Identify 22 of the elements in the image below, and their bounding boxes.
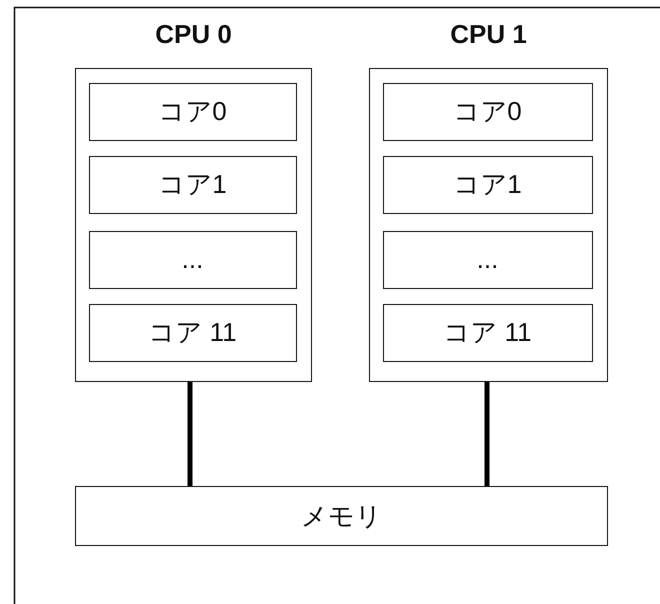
box-label: コア1 <box>453 168 522 201</box>
core-box <box>382 82 592 140</box>
box-label: コア 11 <box>148 316 237 349</box>
core-box <box>88 304 296 362</box>
box-label: メモリ <box>301 500 382 532</box>
core-box <box>88 230 296 288</box>
box-label: ... <box>476 244 498 275</box>
cpu-heading: CPU 1 <box>449 19 528 50</box>
box-label: コア0 <box>158 95 227 128</box>
core-box <box>382 304 592 362</box>
box-label: コア0 <box>453 95 522 128</box>
core-box <box>88 156 296 214</box>
cpu-heading: CPU 0 <box>154 19 233 50</box>
connector-line <box>188 382 192 486</box>
memory-box <box>75 486 608 546</box>
box-label: コア 11 <box>443 316 532 349</box>
connector-line <box>484 382 490 486</box>
core-box <box>382 230 592 288</box>
box-label: ... <box>182 244 204 275</box>
core-box <box>382 156 592 214</box>
core-box <box>88 82 296 140</box>
box-label: コア1 <box>158 168 227 201</box>
